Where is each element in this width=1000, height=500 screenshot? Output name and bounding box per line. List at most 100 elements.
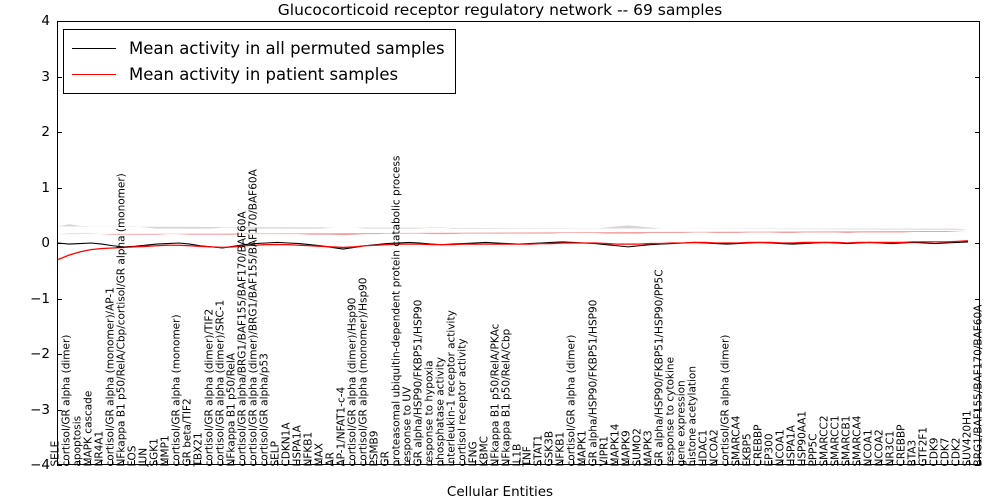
x-axis-tick-mark	[111, 460, 113, 465]
x-axis-tick-mark	[892, 460, 894, 465]
x-axis-tick-mark	[969, 460, 970, 465]
x-axis-tick-mark	[342, 460, 344, 465]
x-axis-tick-mark	[254, 460, 256, 465]
x-axis-tick-mark	[419, 460, 421, 465]
x-axis-tick-mark	[496, 460, 498, 465]
x-axis-tick-mark	[331, 460, 333, 465]
x-axis-tick-mark	[122, 460, 124, 465]
x-axis-tick-mark	[815, 460, 817, 465]
x-axis-tick-mark	[639, 460, 641, 465]
x-axis-tick-mark	[221, 460, 223, 465]
x-axis-tick-mark	[760, 460, 762, 465]
y-axis-tick-mark	[57, 465, 62, 466]
y-axis-tick-mark	[975, 187, 980, 189]
x-axis-tick-mark	[936, 460, 938, 465]
x-axis-tick-mark	[78, 460, 80, 465]
x-axis-tick-mark	[166, 460, 168, 465]
x-axis-tick-mark	[881, 460, 883, 465]
x-axis-tick-mark	[265, 460, 267, 465]
x-axis-tick-mark	[353, 460, 355, 465]
x-axis-tick-mark	[408, 460, 410, 465]
x-axis-tick-mark	[67, 460, 69, 465]
legend-line-patient	[72, 73, 116, 75]
y-axis-tick-mark	[975, 354, 980, 355]
x-axis-tick-mark	[694, 460, 696, 465]
x-axis-tick-mark	[595, 460, 597, 465]
x-axis-tick-mark	[903, 460, 905, 465]
y-axis-tick-mark	[57, 298, 62, 300]
y-axis-tick-label: 0	[41, 235, 50, 251]
x-axis-tick-mark	[727, 460, 729, 465]
x-axis-tick-mark	[144, 460, 146, 465]
chart-title: Glucocorticoid receptor regulatory netwo…	[277, 1, 723, 19]
x-axis-tick-mark	[155, 460, 157, 465]
x-axis-tick-mark	[661, 460, 663, 465]
y-axis-tick-mark	[975, 409, 980, 411]
y-axis-tick-mark	[57, 21, 62, 22]
x-axis-tick-mark	[705, 460, 707, 465]
x-axis-tick-mark	[628, 460, 630, 465]
legend-entry: Mean activity in patient samples	[72, 61, 445, 87]
x-axis-tick-mark	[441, 460, 443, 465]
x-axis-tick-mark	[859, 460, 861, 465]
x-axis-tick-mark	[980, 460, 981, 465]
x-axis-tick-mark	[584, 460, 586, 465]
x-axis-tick-mark	[386, 460, 388, 465]
y-axis-tick-label: −3	[30, 401, 50, 418]
x-axis-tick-mark	[914, 460, 916, 465]
legend: Mean activity in all permuted samples Me…	[63, 29, 456, 94]
x-axis-tick-mark	[518, 460, 520, 465]
y-axis-tick-label: 2	[41, 124, 50, 140]
x-axis-tick-mark	[793, 460, 795, 465]
x-axis-tick-mark	[540, 460, 542, 465]
x-axis-tick-mark	[738, 460, 740, 465]
y-axis-tick-mark	[57, 76, 62, 78]
x-axis-tick-mark	[573, 460, 575, 465]
x-axis-tick-mark	[826, 460, 828, 465]
x-axis-tick-mark	[463, 460, 465, 465]
x-axis-tick-mark	[650, 460, 652, 465]
x-axis-tick-mark	[804, 460, 806, 465]
y-axis-tick-mark	[975, 465, 980, 466]
x-axis-tick-mark	[430, 460, 432, 465]
x-axis-tick-mark	[958, 460, 960, 465]
y-axis-tick-mark	[57, 409, 62, 411]
x-axis-tick-mark	[320, 460, 322, 465]
y-axis-tick-mark	[57, 187, 62, 189]
y-axis-tick-mark	[975, 76, 980, 78]
legend-label-patient: Mean activity in patient samples	[129, 64, 399, 84]
y-axis-tick-mark	[975, 298, 980, 300]
y-axis-tick-label: −4	[30, 457, 50, 473]
x-axis-tick-mark	[177, 460, 179, 465]
x-axis-tick-mark	[188, 460, 190, 465]
x-axis-tick-mark	[848, 460, 850, 465]
y-axis-tick-label: 1	[41, 179, 50, 196]
x-axis-tick-mark	[276, 460, 278, 465]
plot-svg	[58, 224, 969, 261]
x-axis-tick-mark	[870, 460, 872, 465]
x-axis-tick-mark	[672, 460, 674, 465]
x-axis-tick-mark	[397, 460, 399, 465]
x-axis-tick-mark	[837, 460, 839, 465]
x-axis-tick-mark	[925, 460, 927, 465]
y-axis-tick-label: 4	[41, 13, 50, 29]
x-axis-tick-mark	[782, 460, 784, 465]
x-axis-tick-mark	[683, 460, 685, 465]
legend-label-permuted: Mean activity in all permuted samples	[129, 38, 445, 58]
legend-entry: Mean activity in all permuted samples	[72, 35, 445, 61]
y-axis-tick-mark	[57, 243, 62, 244]
x-axis-tick-mark	[529, 460, 531, 465]
x-axis-tick-mark	[199, 460, 201, 465]
x-axis-tick-mark	[375, 460, 377, 465]
x-axis-tick-mark	[243, 460, 245, 465]
x-axis-tick-mark	[57, 460, 58, 465]
x-axis-label: Cellular Entities	[446, 484, 554, 500]
x-axis-tick-mark	[617, 460, 619, 465]
y-axis-tick-label: −1	[30, 290, 50, 307]
x-axis-tick-mark	[287, 460, 289, 465]
y-axis-tick-mark	[975, 21, 980, 22]
x-axis-tick-mark	[210, 460, 212, 465]
x-axis-tick-mark	[364, 460, 366, 465]
y-axis-tick-label: 3	[41, 68, 50, 85]
